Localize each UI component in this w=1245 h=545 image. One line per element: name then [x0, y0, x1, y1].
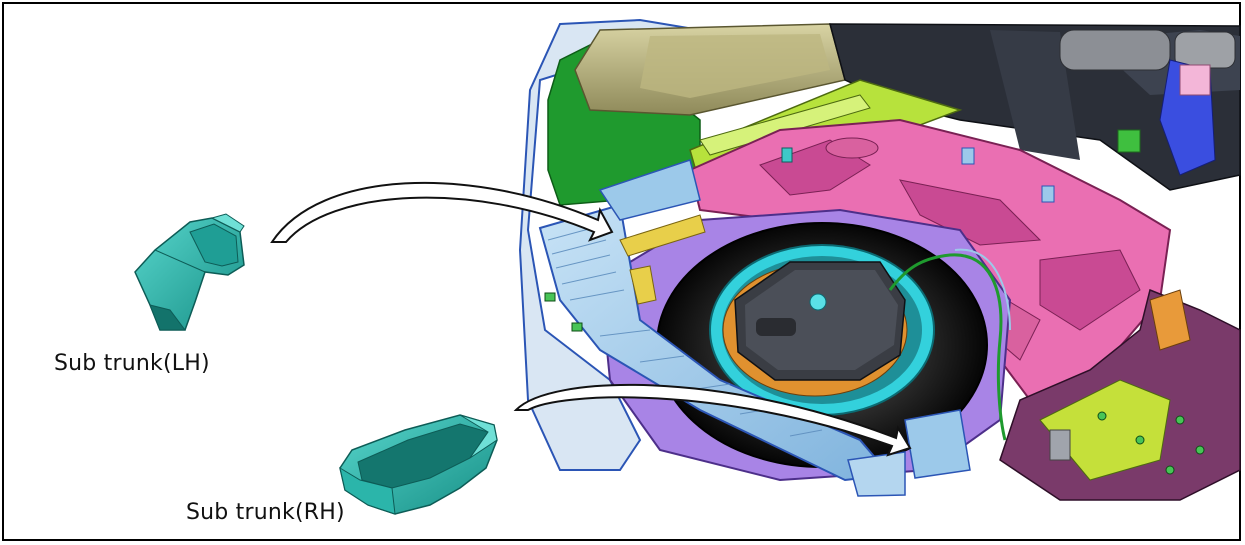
trunk-assembly-illustration [520, 20, 1240, 500]
sub-trunk-lh-part-icon [135, 214, 244, 330]
sub-trunk-lh-label: Sub trunk(LH) [54, 351, 210, 376]
sub-trunk-rh-part-icon [340, 415, 497, 514]
sub-trunk-rh-label: Sub trunk(RH) [186, 500, 345, 525]
